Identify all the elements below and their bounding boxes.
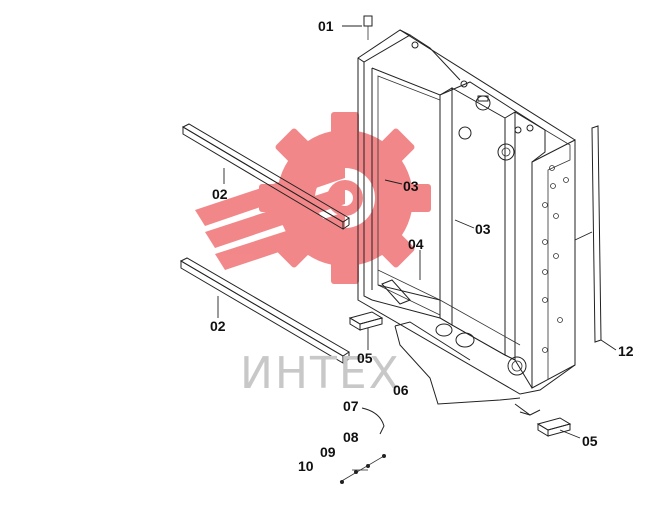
callout-05-left: 05 [357, 350, 373, 366]
part-07-hose [361, 407, 385, 435]
radiator-frame [357, 29, 576, 395]
callout-03-left: 03 [403, 178, 419, 194]
part-12-seal-strip [591, 125, 602, 343]
callout-01: 01 [318, 18, 334, 34]
callout-03-right: 03 [475, 221, 491, 237]
part-05-pad-right [536, 417, 572, 437]
callout-06: 06 [393, 382, 409, 398]
callout-04: 04 [408, 236, 424, 252]
watermark-text: ИНТЕХ [240, 348, 401, 399]
callout-02-lower: 02 [210, 318, 226, 334]
part-05-pad-left [348, 311, 384, 331]
callout-09: 09 [320, 444, 336, 460]
parts-08-10-hardware [339, 454, 386, 484]
part-02-upper-bar [181, 123, 350, 230]
part-06-lower-shroud [394, 321, 541, 416]
callout-12: 12 [618, 343, 634, 359]
callout-10: 10 [298, 458, 314, 474]
callout-02-upper: 02 [212, 186, 228, 202]
callout-05-right: 05 [582, 433, 598, 449]
part-02-lower-bar [179, 257, 350, 364]
part-01-cap [363, 15, 373, 40]
callout-08: 08 [343, 429, 359, 445]
callout-07: 07 [343, 398, 359, 414]
leader-lines [217, 25, 617, 439]
watermark-logo [195, 112, 431, 284]
